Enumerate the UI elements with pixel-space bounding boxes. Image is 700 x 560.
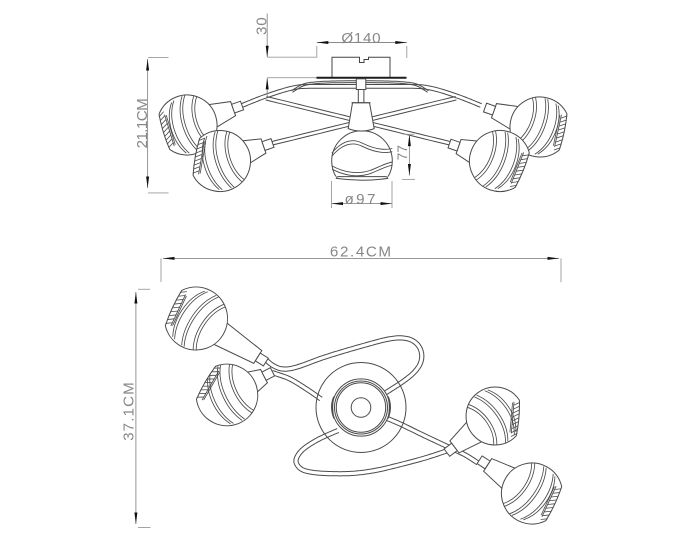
svg-text:21.1CM: 21.1CM	[134, 99, 151, 149]
svg-text:ø97: ø97	[345, 191, 378, 208]
svg-text:Ø140: Ø140	[341, 30, 381, 47]
svg-text:77: 77	[395, 145, 410, 160]
svg-text:37.1CM: 37.1CM	[120, 381, 137, 441]
svg-text:62.4CM: 62.4CM	[330, 244, 393, 261]
svg-text:30: 30	[253, 16, 270, 35]
